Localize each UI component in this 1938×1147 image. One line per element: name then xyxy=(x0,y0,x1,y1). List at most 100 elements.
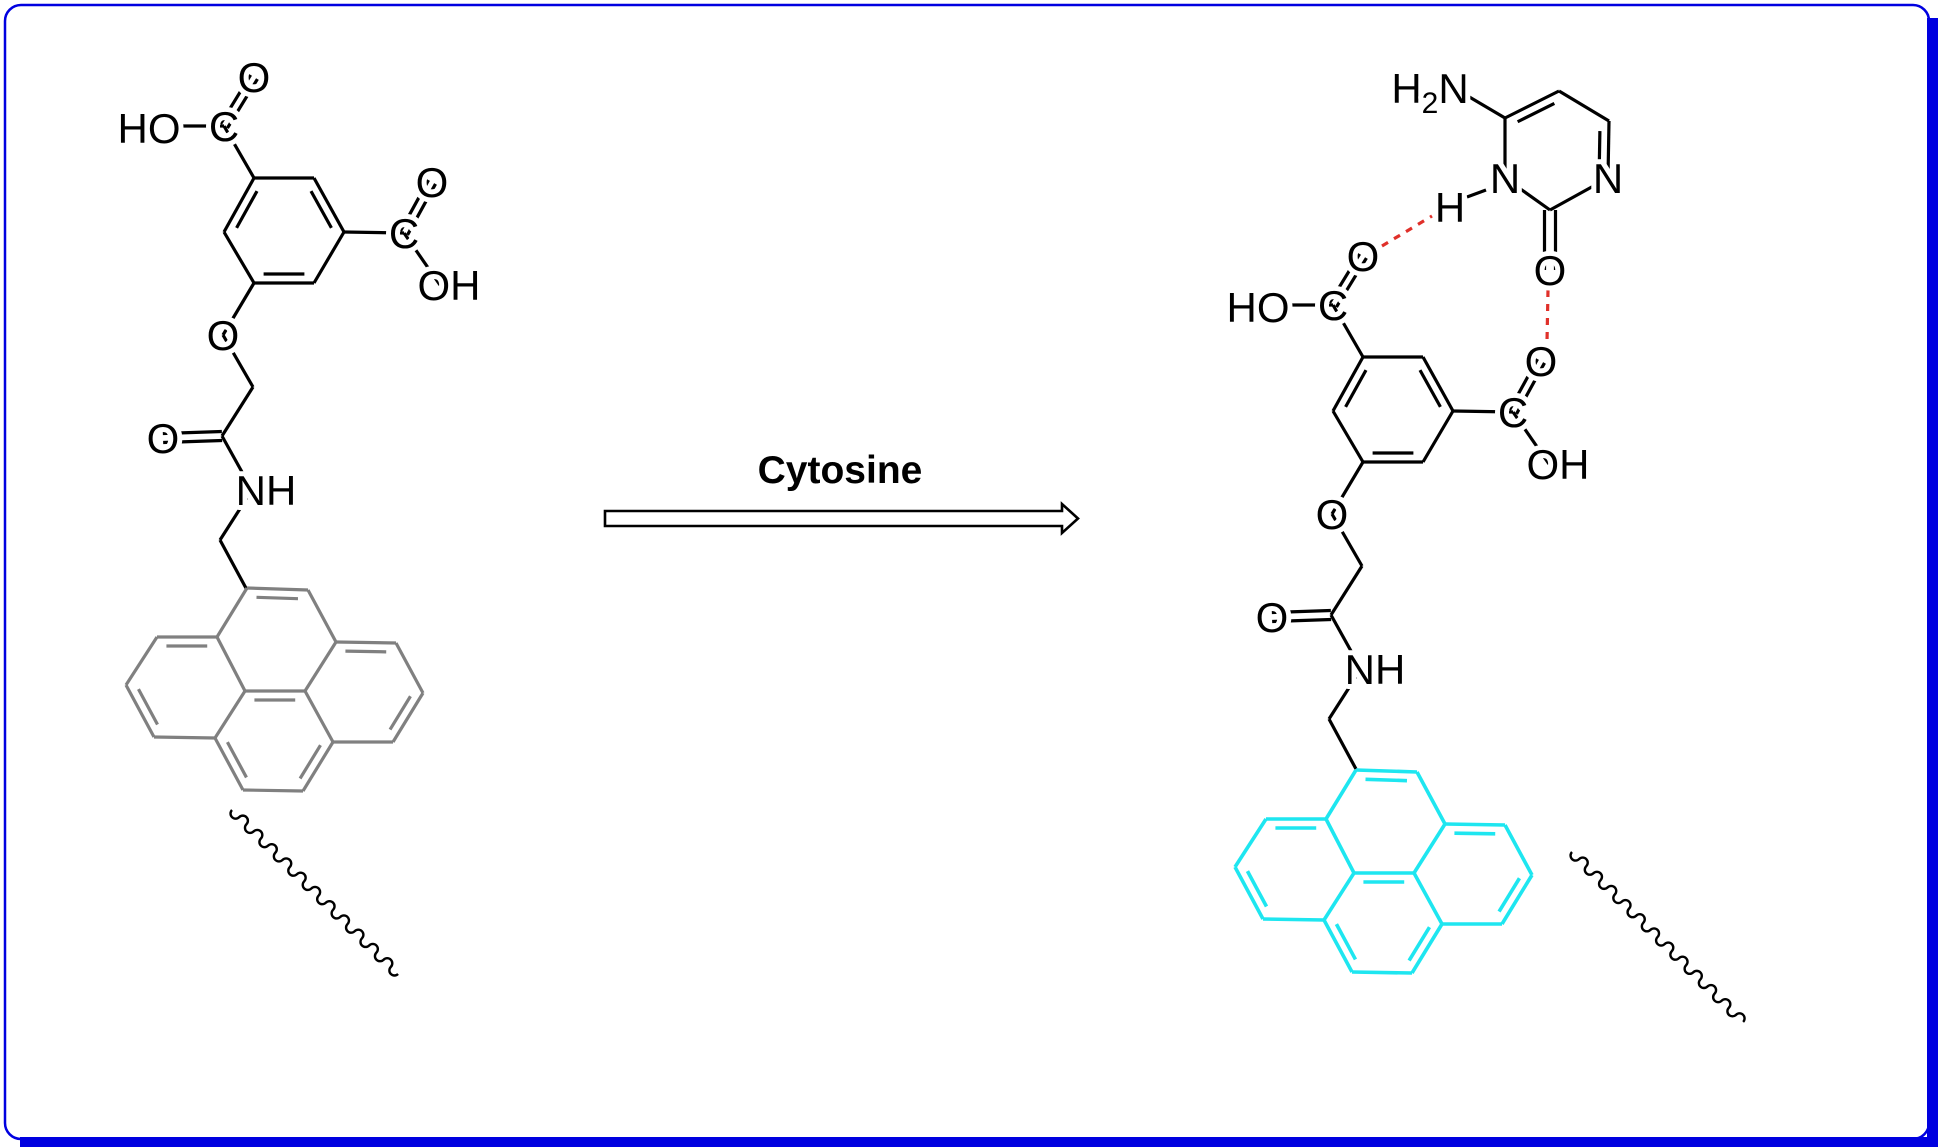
bond xyxy=(1465,93,1506,120)
inner-double-bond xyxy=(1454,831,1496,836)
atom-label-o: O xyxy=(1525,338,1558,385)
wavy-line xyxy=(229,809,399,977)
bond xyxy=(1504,89,1560,120)
product-pyrene xyxy=(1233,768,1534,975)
pyrene-bond xyxy=(1233,866,1265,920)
wavy-bond-icon xyxy=(229,809,399,977)
frame-shadow-bottom xyxy=(20,1137,1938,1147)
wavy-bond-icon xyxy=(1569,851,1746,1023)
bond xyxy=(1327,718,1358,770)
atom-label-oh: OH xyxy=(418,262,481,309)
atom-label-ether-o: O xyxy=(207,312,240,359)
bond xyxy=(1606,120,1611,179)
bond xyxy=(222,125,256,179)
atom-label-o: O xyxy=(1347,233,1380,280)
inner-double-bond xyxy=(1418,369,1442,408)
double-bond xyxy=(219,74,252,125)
double-bond xyxy=(1328,253,1361,304)
inner-double-bond xyxy=(1407,926,1432,962)
ring-bond xyxy=(1331,356,1365,412)
reactant-labels: HO C O C O OH O O NH xyxy=(113,49,486,519)
atom-label-c: C xyxy=(389,210,419,257)
atom-label-o: O xyxy=(238,54,271,101)
pyrene-bond xyxy=(1410,923,1444,974)
pyrene-bond xyxy=(1322,872,1356,921)
inner-double-bond xyxy=(137,688,159,726)
inner-double-bond xyxy=(1245,870,1269,908)
pyrene-bond xyxy=(1500,874,1534,925)
pyrene-bond xyxy=(246,586,309,592)
pyrene-bond xyxy=(1262,917,1325,922)
atom-label-carbonyl-o: O xyxy=(1534,247,1567,294)
product-labels: HO C O C O OH O O NH xyxy=(1222,228,1595,698)
bond xyxy=(402,232,442,286)
reactant-molecule: HO C O C O OH O O NH xyxy=(113,49,486,977)
double-bond xyxy=(162,429,222,436)
atom-label-oh: OH xyxy=(1527,441,1590,488)
amine-h: H xyxy=(1391,65,1421,112)
cytosine-bonds xyxy=(1465,89,1611,270)
product-receptor: HO C O C O OH O O NH xyxy=(1222,228,1595,770)
atom-label-c: C xyxy=(1498,389,1528,436)
pyrene-bond xyxy=(213,737,245,791)
h-n-bond xyxy=(1466,188,1487,199)
inner-double-bond xyxy=(1365,777,1408,783)
inner-double-bond xyxy=(1597,131,1602,170)
pyrene-bond xyxy=(1415,771,1447,825)
pyrene-bond xyxy=(242,788,304,793)
reactant-bonds xyxy=(162,74,442,591)
inner-double-bond xyxy=(226,741,248,779)
bond xyxy=(218,489,254,541)
frame xyxy=(3,3,1938,1147)
bond xyxy=(221,282,256,336)
bond xyxy=(1504,176,1551,212)
inner-double-bond xyxy=(235,190,259,229)
double-bond xyxy=(1335,257,1368,308)
pyrene-bond xyxy=(1355,768,1418,774)
pyrene-bond xyxy=(394,642,425,694)
atom-label-n1: N xyxy=(1490,155,1520,202)
ring-bond xyxy=(222,231,256,284)
double-bond xyxy=(1515,362,1546,415)
inner-double-bond xyxy=(298,744,322,780)
pyrene-bond xyxy=(1322,919,1354,973)
double-bond xyxy=(1272,617,1332,624)
pyrene-bond xyxy=(215,636,247,692)
double-bond xyxy=(163,438,223,445)
ring-bond xyxy=(222,177,256,233)
pyrene-bond xyxy=(303,641,338,692)
pyrene-bond xyxy=(1444,822,1506,827)
ring-bond xyxy=(312,231,346,284)
bond xyxy=(1330,513,1364,567)
pyrene-bond xyxy=(306,589,338,643)
inner-double-bond xyxy=(1344,369,1368,408)
pyrene-bond xyxy=(1233,818,1268,868)
atom-label-c: C xyxy=(1318,282,1348,329)
bond xyxy=(1452,409,1514,414)
arrow-right-icon xyxy=(603,501,1080,536)
bond xyxy=(220,386,255,437)
reagent-label: Cytosine xyxy=(758,449,923,492)
cytosine-labels: H2N N N H O xyxy=(1386,60,1628,299)
atom-label-n3: N xyxy=(1593,155,1623,202)
inner-double-bond xyxy=(309,190,333,229)
bond xyxy=(220,435,254,491)
pyrene-bond xyxy=(335,640,397,645)
pyrene-bond xyxy=(124,684,156,738)
atom-label-h: H xyxy=(1435,184,1465,231)
inner-double-bond xyxy=(1516,101,1556,124)
frame-border xyxy=(3,3,1931,1141)
reactant-pyrene xyxy=(124,586,425,793)
pyrene-bond xyxy=(1412,823,1447,874)
pyrene-bond xyxy=(213,690,247,739)
pyrene-bond xyxy=(303,690,335,743)
ring-bond xyxy=(1331,410,1365,463)
inner-double-bond xyxy=(256,595,299,601)
double-bond xyxy=(1508,358,1539,411)
bond xyxy=(221,334,255,388)
inner-double-bond xyxy=(388,695,412,731)
reaction-arrow: Cytosine xyxy=(603,449,1080,536)
pyrene-bond xyxy=(1503,824,1534,876)
inner-double-bond xyxy=(1497,877,1521,913)
atom-label-amide-o: O xyxy=(147,415,180,462)
